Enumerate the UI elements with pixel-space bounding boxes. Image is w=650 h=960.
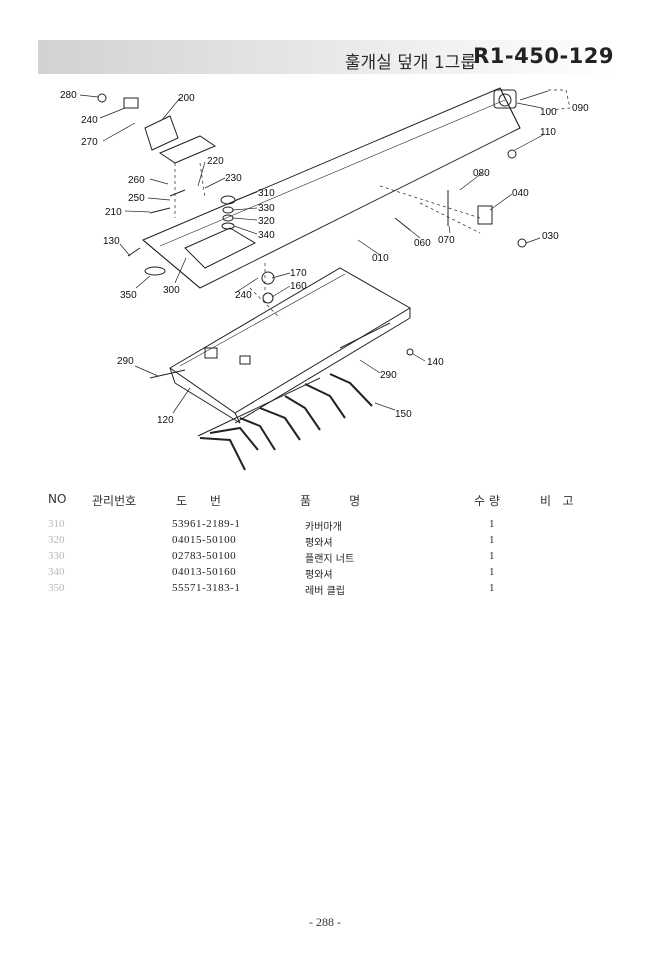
callout-label: 160 <box>290 281 307 292</box>
callout-label: 060 <box>414 238 431 249</box>
callout-label: 280 <box>60 90 77 101</box>
callout-label: 330 <box>258 203 275 214</box>
row-no: 320 <box>48 534 65 546</box>
callout-label: 210 <box>105 207 122 218</box>
row-part-number: 02783-50100 <box>172 550 237 562</box>
parts-diagram: 280 240 270 200 260 220 230 250 210 310 … <box>60 87 589 471</box>
callout-label: 270 <box>81 137 98 148</box>
page-number: - 288 - <box>309 915 341 929</box>
bracket-200 <box>144 115 179 151</box>
callout-label: 320 <box>258 216 275 227</box>
callout-label: 080 <box>473 168 490 179</box>
row-part-name: 평와셔 <box>305 570 333 581</box>
row-qty: 1 <box>489 534 495 546</box>
page-title: 훌개실 덮개 1그룹 <box>344 53 476 73</box>
table-row: 340 04013-50160 평와셔 1 <box>0 566 650 582</box>
callout-label: 350 <box>120 290 137 301</box>
callout-label: 090 <box>572 103 589 114</box>
table-row: 350 55571-3183-1 레버 클립 1 <box>0 582 650 598</box>
callout-label: 250 <box>128 193 145 204</box>
callout-label: 260 <box>128 175 145 186</box>
header-remarks: 비 고 <box>540 494 574 508</box>
callout-label: 230 <box>225 173 242 184</box>
callout-label: 120 <box>157 415 174 426</box>
drawing-code: R1-450-129 <box>473 44 614 68</box>
row-qty: 1 <box>489 550 495 562</box>
row-part-number: 04013-50160 <box>172 566 237 578</box>
callout-labels: 280 240 270 200 260 220 230 250 210 310 … <box>60 90 589 426</box>
callout-label: 240 <box>81 115 98 126</box>
callout-label: 340 <box>258 230 275 241</box>
header-mgmt-no: 관리번호 <box>92 494 137 508</box>
row-part-name: 플랜지 너트 <box>305 554 355 565</box>
row-no: 310 <box>48 518 65 530</box>
callout-label: 130 <box>103 236 120 247</box>
callout-label: 070 <box>438 235 455 246</box>
callout-label: 300 <box>163 285 180 296</box>
row-no: 330 <box>48 550 65 562</box>
header-band <box>38 40 618 74</box>
header-qty: 수 량 <box>474 494 500 508</box>
row-no: 350 <box>48 582 65 594</box>
row-part-name: 레버 클립 <box>305 586 345 597</box>
callout-label: 140 <box>427 357 444 368</box>
callout-label: 040 <box>512 188 529 199</box>
row-qty: 1 <box>489 582 495 594</box>
row-part-number: 53961-2189-1 <box>172 518 241 530</box>
row-qty: 1 <box>489 566 495 578</box>
row-qty: 1 <box>489 518 495 530</box>
callout-label: 240 <box>235 290 252 301</box>
header-no: NO <box>48 492 67 506</box>
table-row: 330 02783-50100 플랜지 너트 1 <box>0 550 650 566</box>
lever-plate <box>184 227 257 269</box>
row-part-name: 카버마개 <box>305 522 342 533</box>
callout-label: 310 <box>258 188 275 199</box>
header-part-name: 품 명 <box>300 494 361 508</box>
callout-label: 150 <box>395 409 412 420</box>
callout-label: 290 <box>380 370 397 381</box>
callout-label: 030 <box>542 231 559 242</box>
row-no: 340 <box>48 566 65 578</box>
table-row: 320 04015-50100 평와셔 1 <box>0 534 650 550</box>
row-part-number: 55571-3183-1 <box>172 582 241 594</box>
row-part-number: 04015-50100 <box>172 534 237 546</box>
callout-label: 290 <box>117 356 134 367</box>
callout-label: 220 <box>207 156 224 167</box>
callout-label: 110 <box>540 127 556 138</box>
row-part-name: 평와셔 <box>305 538 333 549</box>
callout-label: 200 <box>178 93 195 104</box>
header-drawing-no: 도 번 <box>176 494 221 508</box>
callout-label: 100 <box>540 107 557 118</box>
table-row: 310 53961-2189-1 카버마개 1 <box>0 518 650 534</box>
callout-label: 010 <box>372 253 389 264</box>
callout-label: 170 <box>290 268 307 279</box>
main-cover-plate <box>142 87 521 289</box>
